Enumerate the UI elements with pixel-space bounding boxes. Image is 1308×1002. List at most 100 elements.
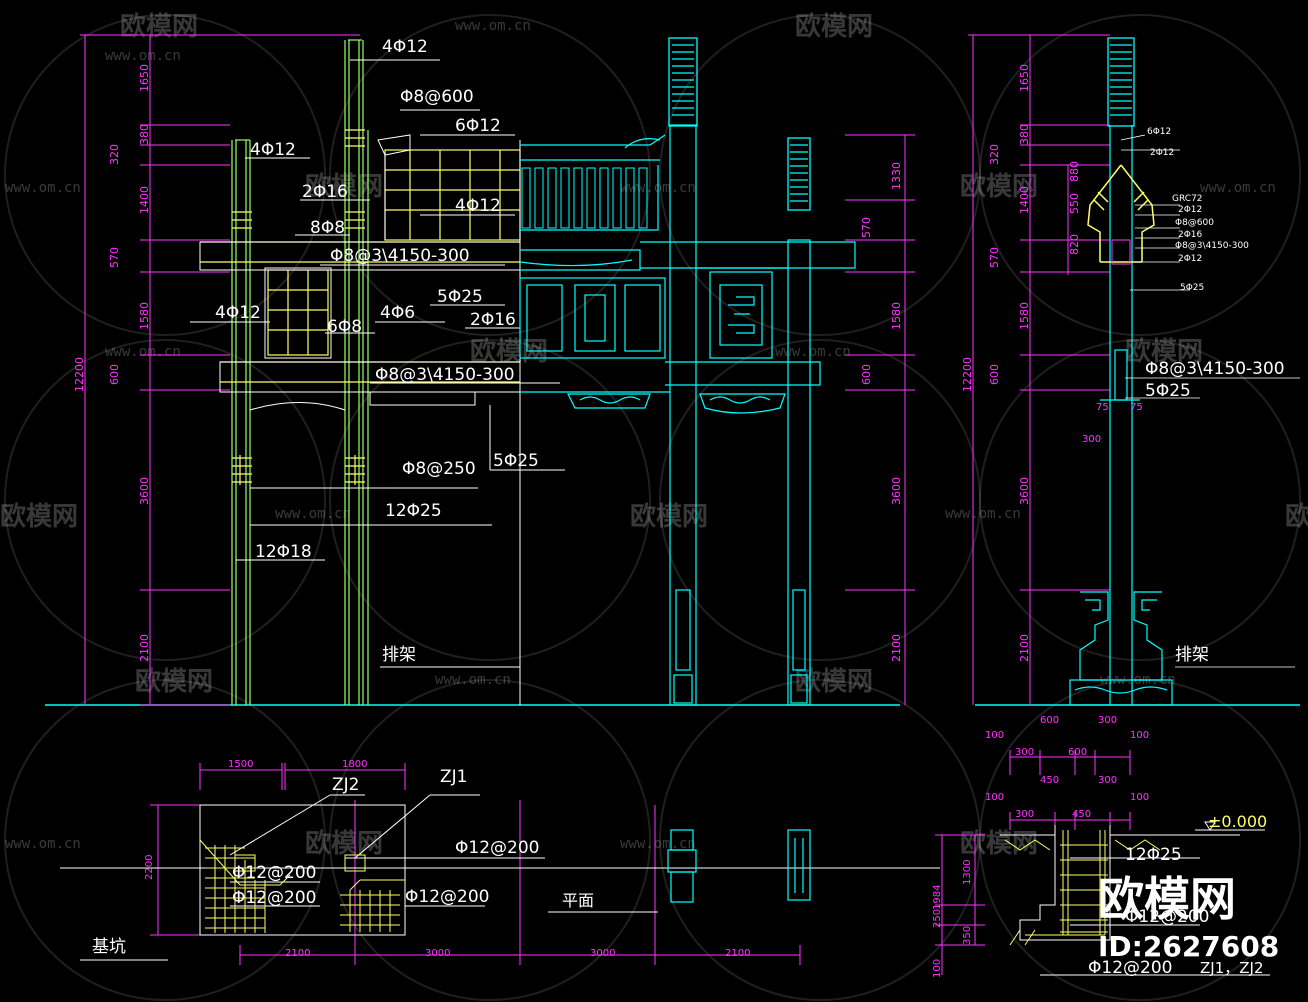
- total-height-dim: 12200: [73, 357, 86, 392]
- watermark-brand: 欧模网: [135, 666, 213, 697]
- dim-label: 600: [1040, 715, 1059, 726]
- dim-label: 600: [108, 364, 121, 385]
- rebar-label: 6Φ12: [1147, 127, 1171, 137]
- dim-label: 1650: [1018, 64, 1031, 92]
- side-elevation-structure: [1069, 125, 1300, 706]
- rebar-label: 12Φ25: [385, 501, 442, 521]
- rebar-label: 5Φ25: [1180, 283, 1204, 293]
- footing-title: ZJ1，ZJ2: [1200, 959, 1264, 977]
- watermark-url: www.om.cn: [5, 180, 81, 196]
- rebar-label: 12Φ18: [255, 542, 312, 562]
- side-left-dims: 1650 380 320 1400 570 1580 600 3600 2100…: [961, 64, 1081, 662]
- dim-label: 100: [1130, 792, 1149, 803]
- dim-label: 570: [988, 247, 1001, 268]
- footing-section: [935, 750, 1270, 976]
- dim-label: 380: [138, 124, 151, 145]
- side-mid-dims: 75 75 300 600 300: [1040, 402, 1143, 726]
- front-rebar-half: [190, 39, 565, 705]
- rebar-label: Φ8@3\4150-300: [375, 365, 515, 385]
- dim-label: 570: [108, 247, 121, 268]
- dim-label: 3600: [138, 477, 151, 505]
- watermark-url: www.om.cn: [775, 344, 851, 360]
- dim-label: 2100: [1018, 634, 1031, 662]
- front-architectural-half: [519, 37, 1135, 706]
- watermark-url: www.om.cn: [5, 836, 81, 852]
- dim-label: 1580: [138, 302, 151, 330]
- rebar-label: Φ12@200: [1125, 907, 1209, 927]
- dim-label: 1400: [138, 186, 151, 214]
- dim-label: 820: [1068, 234, 1081, 255]
- watermark-brand: 欧模网: [120, 11, 198, 42]
- dim-label: 2100: [138, 634, 151, 662]
- watermark-url: www.om.cn: [435, 672, 511, 688]
- rebar-label: Φ8@600: [1175, 218, 1214, 228]
- watermark-brand: 欧模网: [1285, 501, 1308, 532]
- front-left-dimension-chain: [80, 34, 360, 706]
- rebar-label: 12Φ25: [1125, 845, 1182, 865]
- watermark-url: www.om.cn: [1200, 180, 1276, 196]
- rebar-label: Φ12@200: [232, 863, 316, 883]
- dim-label: 320: [988, 144, 1001, 165]
- rebar-label: 2Φ12: [1150, 148, 1174, 158]
- watermark-url: www.om.cn: [275, 506, 351, 522]
- dim-label: 300: [1098, 715, 1117, 726]
- dim-label: 300: [1082, 434, 1101, 445]
- dim-label: 600: [860, 364, 873, 385]
- dim-label: 600: [988, 364, 1001, 385]
- dim-label: 1300: [962, 860, 973, 885]
- dim-label: 1800: [342, 759, 367, 770]
- rebar-label: 5Φ25: [1145, 381, 1191, 401]
- zj2-label: ZJ2: [332, 775, 359, 795]
- watermark-layer: [4, 14, 1301, 1001]
- watermark-url: www.om.cn: [945, 506, 1021, 522]
- watermark-url: www.om.cn: [105, 344, 181, 360]
- watermark-brand: 欧模网: [0, 501, 78, 532]
- dim-label: 300: [1015, 809, 1034, 820]
- dim-label: 2100: [890, 634, 903, 662]
- dim-label: 300: [1098, 775, 1117, 786]
- side-left-dimension-chain: [968, 34, 1110, 705]
- dim-label: 1580: [890, 302, 903, 330]
- rebar-label: Φ8@250: [402, 459, 476, 479]
- side-rebar-labels: Φ8@3\4150-300 5Φ25: [1145, 359, 1285, 401]
- watermark-url: www.om.cn: [105, 48, 181, 64]
- dim-label: 3600: [1018, 477, 1031, 505]
- dim-label: 600: [1068, 747, 1087, 758]
- dim-label: 380: [1018, 124, 1031, 145]
- dim-label: 100: [985, 730, 1004, 741]
- dim-label: 100: [985, 792, 1004, 803]
- front-right-dims: 1330 570 1580 600 3600 2100: [860, 162, 903, 662]
- watermark-brand: 欧模网: [1125, 336, 1203, 367]
- dim-label: 75: [1130, 402, 1143, 413]
- watermark-url: www.om.cn: [455, 18, 531, 34]
- rebar-label: Φ8@3\4150-300: [1175, 241, 1249, 251]
- rebar-label: 2Φ16: [302, 182, 348, 202]
- total-height-dim: 12200: [961, 357, 974, 392]
- watermark-brand: 欧模网: [305, 171, 383, 202]
- zj1-label: ZJ1: [440, 767, 467, 787]
- dim-label: 100: [1130, 730, 1149, 741]
- dim-label: 1330: [890, 162, 903, 190]
- id-label: ID:2627608: [1098, 930, 1279, 963]
- rebar-label: Φ12@200: [232, 888, 316, 908]
- rebar-label: 8Φ8: [310, 218, 345, 238]
- dim-label: 3000: [590, 948, 615, 959]
- foundation-plan-labels: 1500 1800 2200 2100 3000 3000 2100 ZJ2 Z…: [92, 759, 750, 959]
- dim-label: 2100: [285, 948, 310, 959]
- watermark-brand: 欧模网: [305, 828, 383, 859]
- watermark-brand: 欧模网: [795, 666, 873, 697]
- watermark-brand-layer: 欧模网 www.om.cn 欧模网 www.om.cn 欧模网 www.om.c…: [0, 11, 1308, 859]
- side-section-label: 排架: [1175, 645, 1209, 665]
- rebar-label: 4Φ12: [382, 37, 428, 57]
- rebar-label: 5Φ25: [437, 287, 483, 307]
- front-rebar-labels: 4Φ12 Φ8@600 6Φ12 4Φ12 2Φ16 4Φ12 8Φ8 Φ8@3…: [215, 37, 539, 562]
- watermark-brand: 欧模网: [960, 828, 1038, 859]
- rebar-label: Φ8@3\4150-300: [330, 246, 470, 266]
- level-label: ±0.000: [1208, 812, 1267, 831]
- rebar-label: 2Φ12: [1178, 205, 1202, 215]
- rebar-label: 4Φ12: [215, 303, 261, 323]
- dim-label: 1580: [1018, 302, 1031, 330]
- watermark-brand: 欧模网: [630, 501, 708, 532]
- dim-label: 320: [108, 144, 121, 165]
